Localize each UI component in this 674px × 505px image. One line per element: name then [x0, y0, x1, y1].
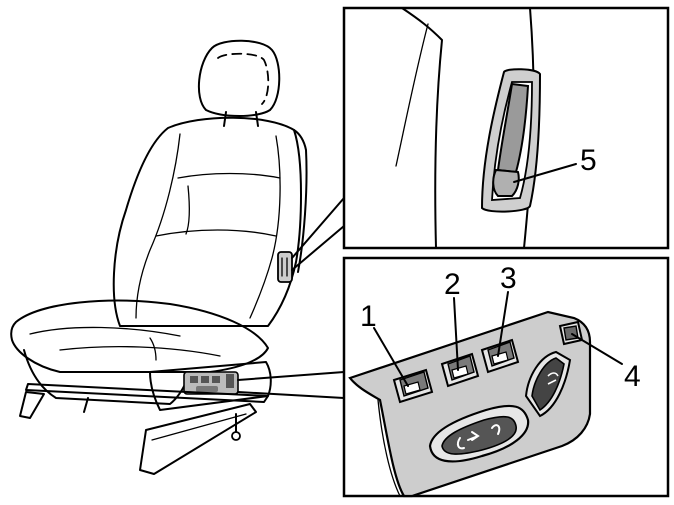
seat-rail — [19, 391, 45, 419]
callout-1: 1 — [360, 300, 377, 333]
lower-detail-box: 1 2 3 4 — [342, 256, 670, 498]
seat-button-4 — [558, 320, 584, 346]
control-panel-plate — [348, 310, 592, 498]
leader-1 — [373, 327, 409, 387]
seat-back — [112, 116, 302, 327]
leader-to-upper-detail — [291, 197, 345, 271]
seat-button-3 — [480, 338, 520, 374]
upper-detail-box: 5 — [342, 6, 670, 250]
seat-button-2 — [440, 352, 480, 388]
callout-2: 2 — [444, 268, 461, 301]
seat-cushion — [10, 299, 269, 373]
callout-3: 3 — [500, 262, 517, 295]
leader-5 — [513, 163, 577, 183]
seat-adjust-switch — [428, 404, 530, 463]
car-seat-illustration — [10, 39, 308, 475]
backrest-tilt-switch — [524, 350, 572, 418]
callout-5: 5 — [580, 144, 597, 177]
leader-3 — [497, 291, 509, 357]
leader-4 — [571, 333, 623, 365]
headrest — [197, 39, 281, 117]
backrest-lever-small — [277, 251, 293, 283]
leader-2 — [453, 297, 459, 371]
callout-4: 4 — [624, 360, 641, 393]
leader-to-lower-detail — [237, 371, 345, 399]
